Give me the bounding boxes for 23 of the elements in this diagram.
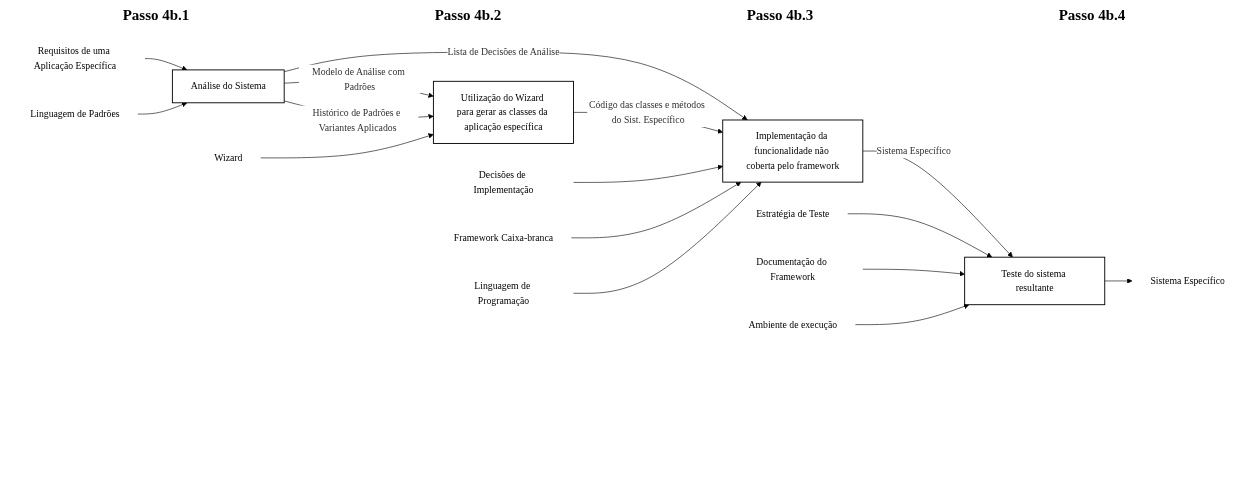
- step-heading: Passo 4b.4: [1058, 6, 1126, 24]
- node-text: Decisões de Implementação: [473, 169, 534, 195]
- node-text: Ambiente de execução: [748, 319, 838, 330]
- node-text: Sistema Específico: [1150, 275, 1225, 286]
- node-text: Estratégia de Teste: [756, 208, 830, 219]
- node-text: Documentação do Framework: [756, 256, 827, 282]
- edge-label: Lista de Decisões de Análise: [447, 46, 560, 58]
- node-text: Linguagem de Programação: [474, 280, 531, 306]
- node-text: Wizard: [214, 152, 243, 163]
- node-box: Teste do sistema resultante: [964, 256, 1106, 306]
- step-heading: Passo 4b.3: [746, 6, 814, 24]
- node-text: Requisitos de uma Aplicação Específica: [33, 45, 117, 71]
- node-box: Análise do Sistema: [171, 69, 285, 104]
- edge-label: Código das classes e métodos do Sist. Específico: [588, 99, 705, 125]
- node-box: Implementação da funcionalidade não coberta pelo framework: [722, 119, 864, 183]
- node-box: Utilização do Wizard para gerar as classes da aplicação específica: [432, 80, 574, 144]
- edge-label: Sistema Específico: [876, 145, 951, 156]
- step-heading: Passo 4b.1: [122, 6, 190, 24]
- step-heading: Passo 4b.2: [434, 6, 502, 24]
- edge-label: Modelo de Análise com Padrões: [312, 66, 405, 92]
- edge-label: Histórico de Padrões e Variantes Aplicados: [312, 107, 401, 133]
- node-text: Linguagem de Padrões: [30, 108, 120, 119]
- node-text: Framework Caixa-branca: [453, 232, 554, 243]
